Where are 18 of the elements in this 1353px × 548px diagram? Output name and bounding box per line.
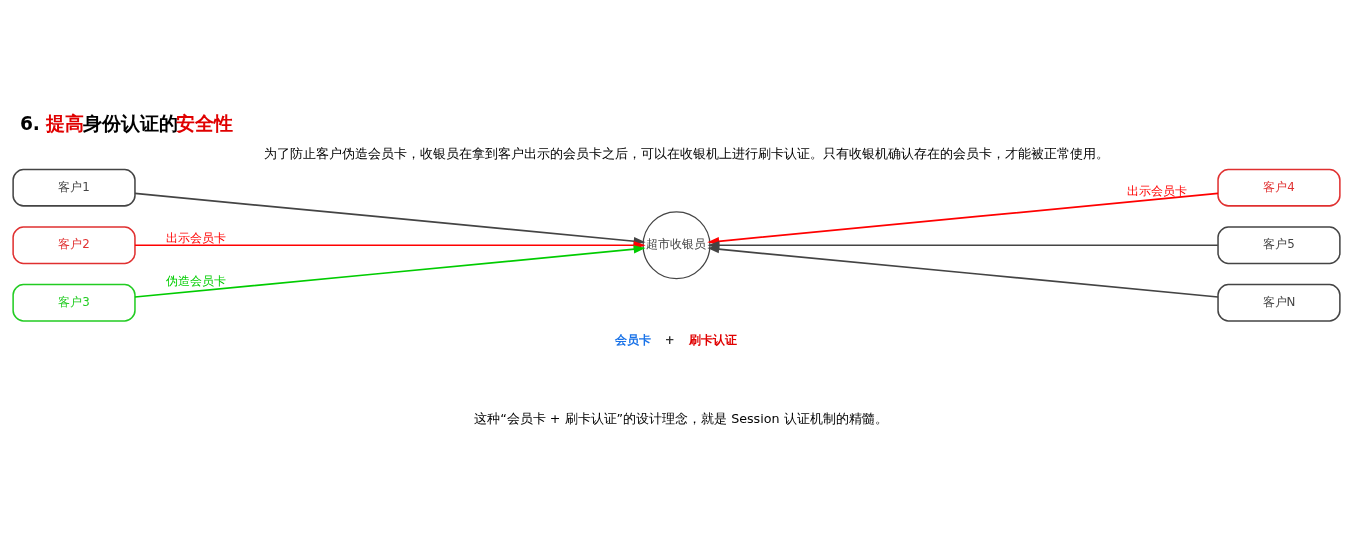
edge-label: 出示会员卡 bbox=[165, 231, 226, 246]
label: 这种“会员卡 + 刷卡认证”的设计理念，就是 Session 认证机制的精髓。 bbox=[474, 411, 888, 427]
label: 为了防止客户伪造会员卡，收银员在拿到客户出示的会员卡之后，可以在收银机上进行刷卡认证。只有收银机确认存在的会员卡，才能被正常使用。 bbox=[263, 145, 1109, 161]
label: 会员卡 bbox=[614, 333, 651, 348]
node-box: 客户1 bbox=[12, 168, 136, 207]
edge-label: 出示会员卡 bbox=[1127, 183, 1188, 198]
arrow bbox=[707, 245, 1219, 298]
node-box: 客户5 bbox=[1217, 226, 1341, 265]
node-box: 客户2 bbox=[12, 226, 136, 265]
node-box: 客户3 bbox=[12, 283, 136, 322]
node-circle: 超市收银员 bbox=[642, 211, 711, 280]
node-box: 客户N bbox=[1217, 283, 1341, 322]
diagram-title: 6. 提高身份认证的安全性 bbox=[19, 112, 233, 134]
node-box: 客户4 bbox=[1217, 168, 1341, 207]
label: + bbox=[664, 333, 675, 348]
arrow bbox=[134, 245, 646, 298]
label: 刷卡认证 bbox=[689, 333, 738, 348]
edge-label: 伪造会员卡 bbox=[165, 274, 226, 289]
